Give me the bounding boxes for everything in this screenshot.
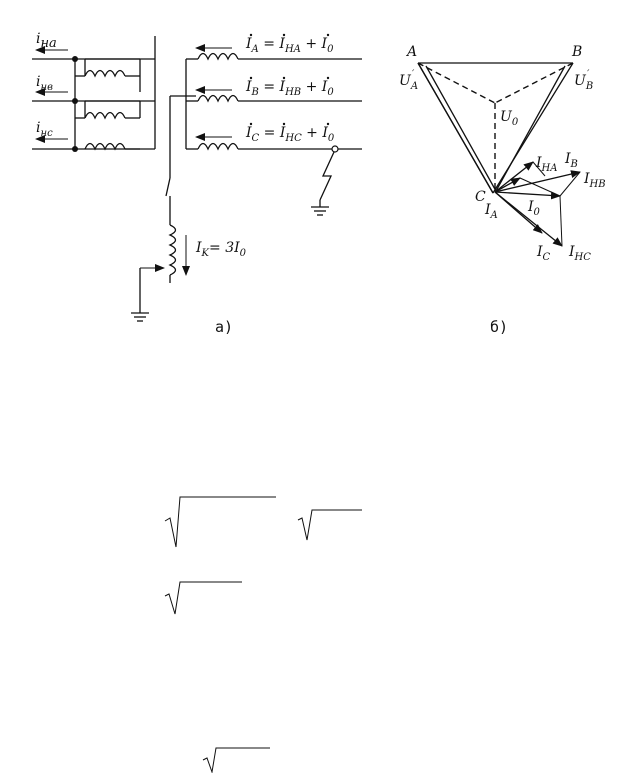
ihc-label: IHC — [568, 244, 591, 263]
phasor-diagram-b — [417, 62, 581, 247]
svg-text:iнв: iнв — [36, 74, 53, 93]
ua-label: UA′ — [399, 69, 418, 92]
circuit-diagram-a — [32, 36, 362, 322]
radical-sign — [297, 509, 362, 541]
radical-sign — [164, 496, 276, 548]
left-current-labels: iна iнв iнс — [36, 31, 57, 139]
equation-b: IB = IHB + I0 — [245, 79, 334, 98]
iha-label: IHA — [535, 155, 557, 174]
ic-label: IC — [536, 244, 551, 263]
line-current-equations: IA = IHA + I0 IB = IHB + I0 IC = IHC + I… — [245, 33, 335, 144]
ib-label: IB — [564, 151, 578, 170]
ub-label: UB′ — [574, 69, 593, 92]
caption-a: а) — [215, 318, 233, 336]
radical-sign — [202, 747, 270, 773]
svg-text:iнс: iнс — [36, 120, 53, 139]
svg-text:iна: iна — [36, 31, 57, 51]
radical-signs — [164, 496, 362, 773]
vertex-a-label: A — [405, 44, 417, 60]
vertex-b-label: B — [571, 44, 582, 60]
radical-sign — [164, 581, 242, 615]
ihb-label: IHB — [583, 171, 606, 190]
phasor-labels: A B C UA′ UB′ U0 IHA IB IHB IA I0 IC IHC — [399, 44, 606, 263]
equation-a: IA = IHA + I0 — [245, 36, 334, 55]
equation-c: IC = IHC + I0 — [245, 125, 335, 144]
i0-label: I0 — [527, 199, 541, 218]
ik-label: IK= 3I0 — [195, 240, 247, 259]
caption-b: б) — [490, 318, 508, 336]
ia-label: IA — [484, 202, 498, 221]
vertex-c-label: C — [475, 189, 486, 205]
u0-label: U0 — [500, 109, 519, 128]
